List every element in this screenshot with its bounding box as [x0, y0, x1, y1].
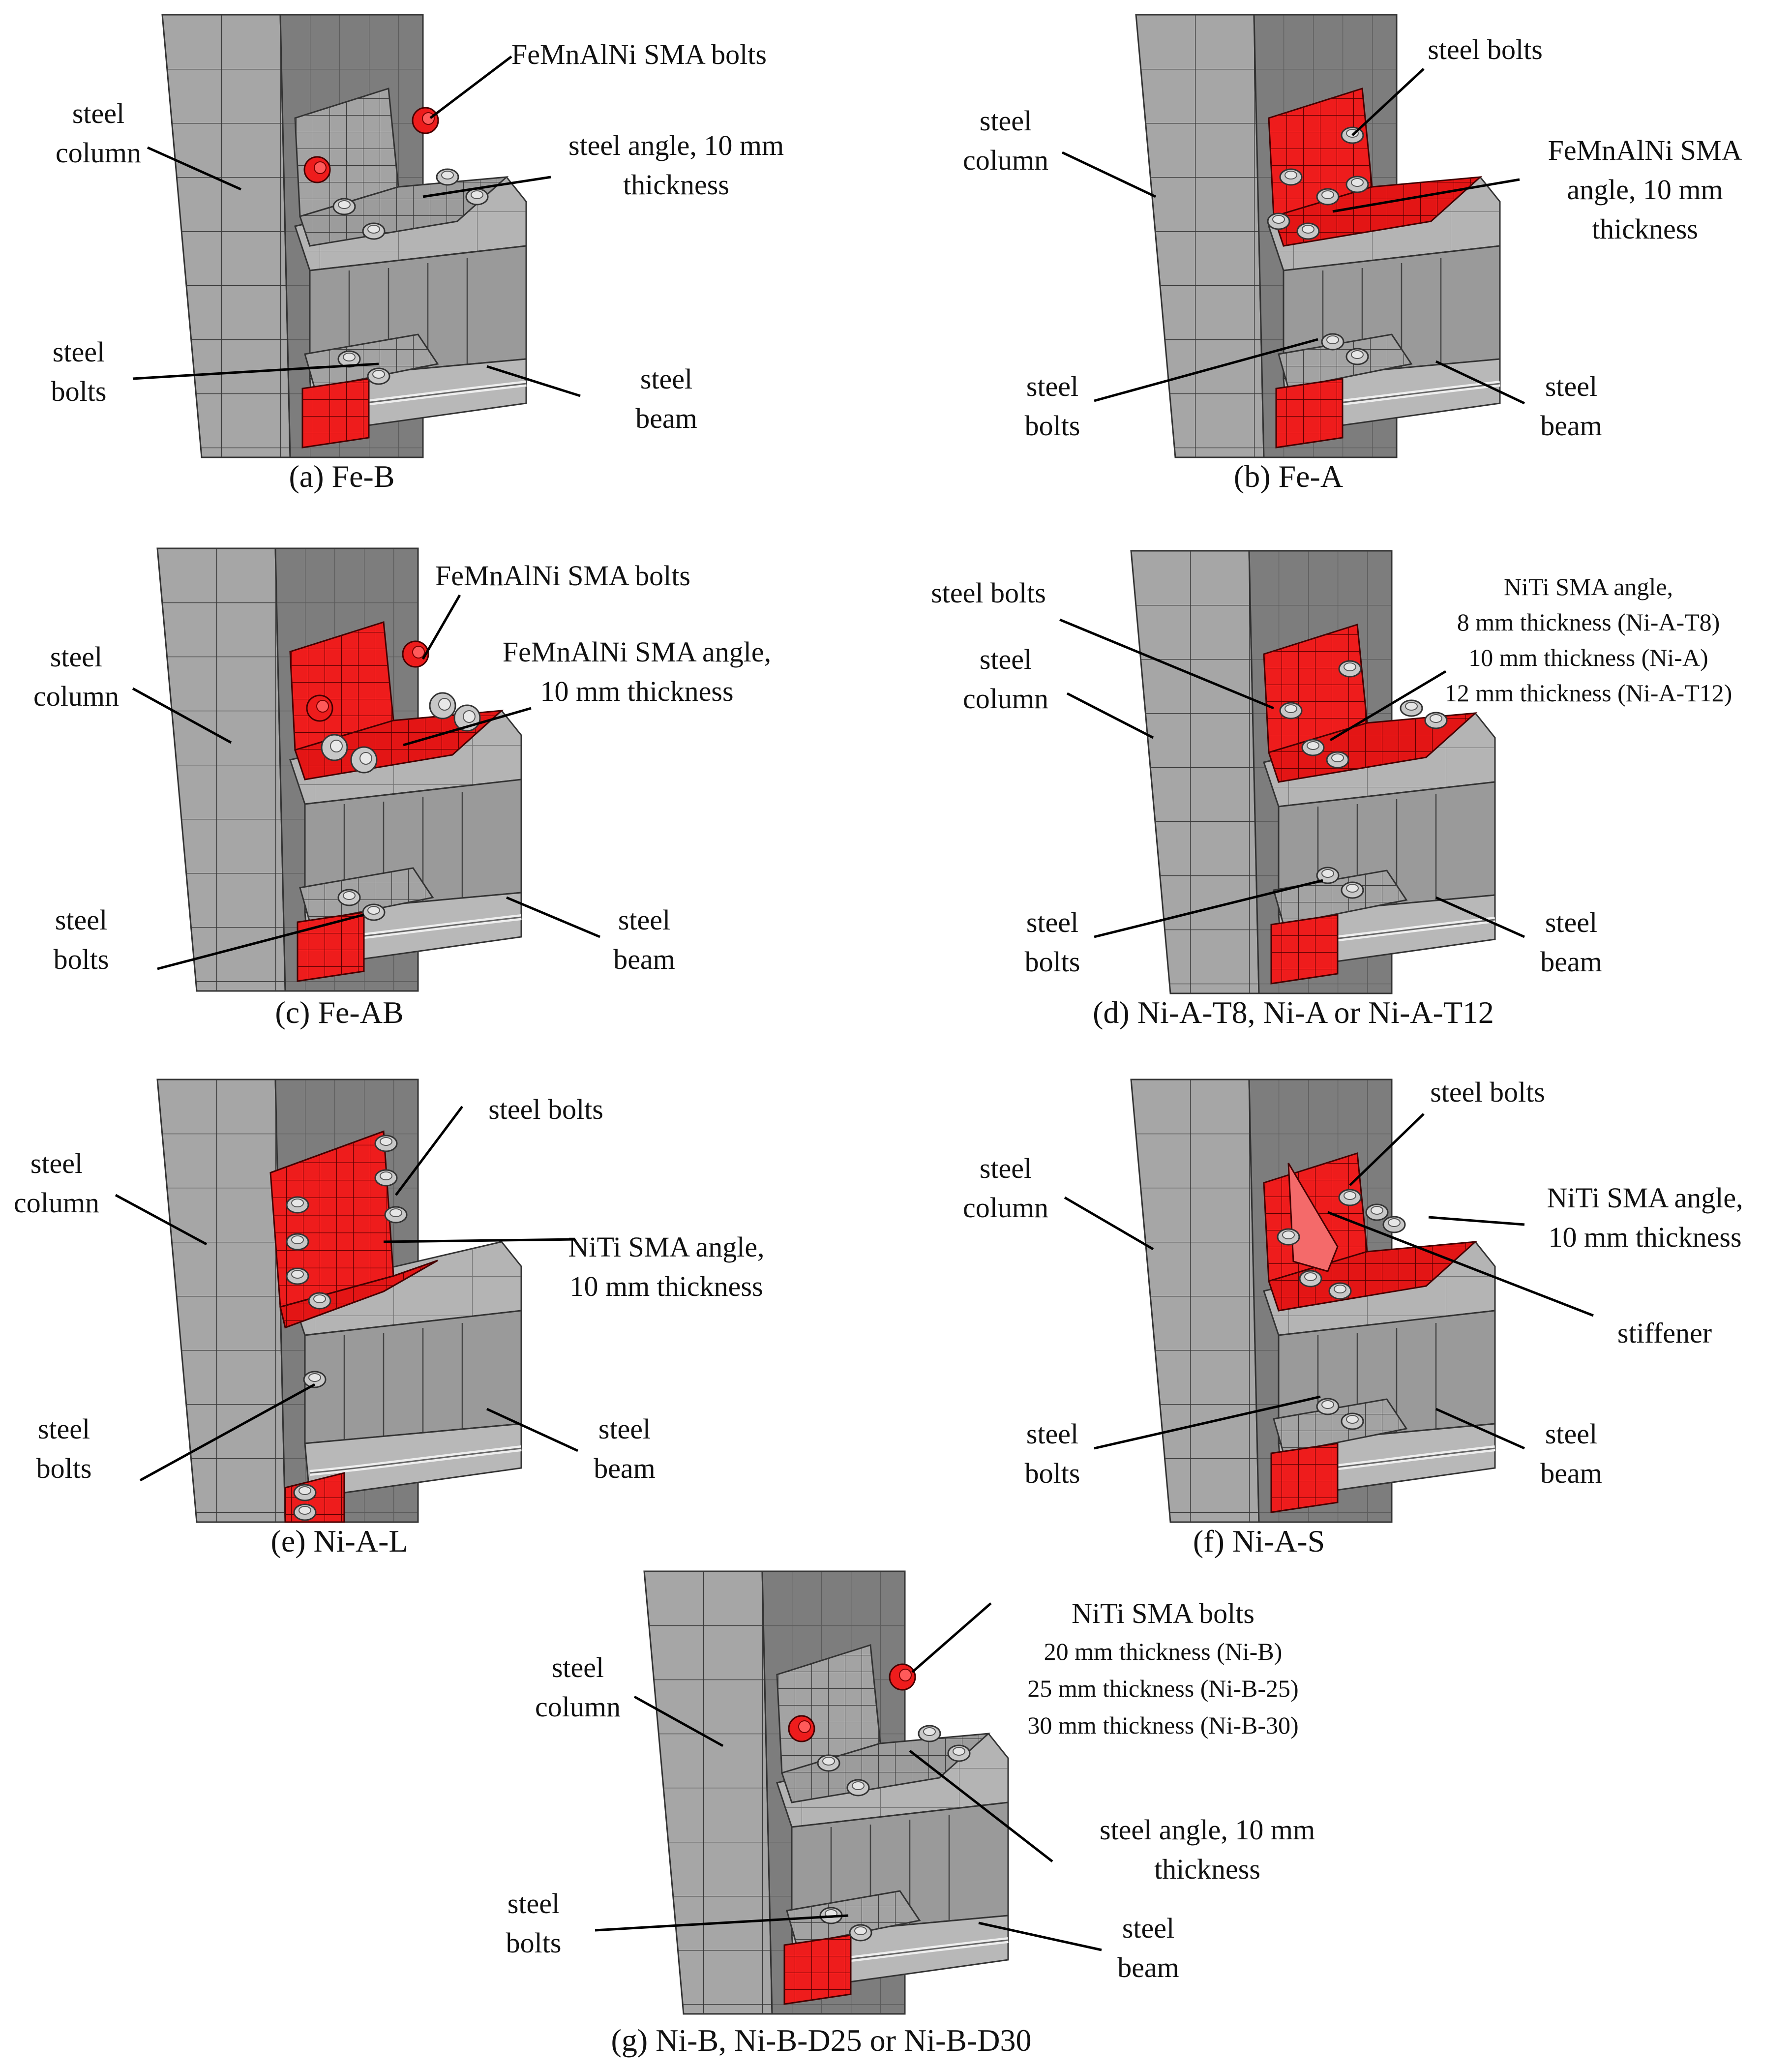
panel-c-drawing [157, 548, 521, 991]
panel-a-drawing [162, 15, 526, 457]
panel-b: steel bolts steel column FeMnAlNi SMA an… [963, 15, 1742, 494]
label-niti-bolts-d30: 30 mm thickness (Ni-B-30) [1027, 1711, 1298, 1739]
label-steel-beam-2: beam [1540, 946, 1602, 978]
label-steel-bolts-1: steel [38, 1413, 90, 1445]
label-steel-bolts-2: bolts [54, 943, 109, 975]
label-steel-bolts-2: bolts [506, 1927, 562, 1959]
label-niti-angle-2: 10 mm thickness [1548, 1221, 1741, 1253]
label-steel-bolts-1: steel [1026, 906, 1078, 938]
caption-e: (e) Ni-A-L [271, 1524, 408, 1558]
sma-bolt-icon [303, 156, 331, 183]
label-steel-bolts: steel bolts [1428, 33, 1543, 65]
label-sma-angle-1: FeMnAlNi SMA angle, [503, 636, 771, 668]
label-steel-bolts-1: steel [1026, 370, 1078, 402]
caption-g: (g) Ni-B, Ni-B-D25 or Ni-B-D30 [611, 2023, 1032, 2058]
label-steel-beam-2: beam [635, 402, 697, 434]
panel-f: steel bolts steel column NiTi SMA angle,… [963, 1076, 1743, 1558]
label-steel-bolts-2: bolts [1025, 946, 1080, 978]
label-steel-bolts: steel bolts [488, 1093, 603, 1125]
label-steel-column-2: column [963, 144, 1048, 176]
label-steel-bolts-2: bolts [36, 1452, 92, 1484]
label-steel-angle-2: thickness [1154, 1853, 1260, 1885]
caption-a: (a) Fe-B [289, 459, 394, 494]
label-steel-column-1: steel [980, 643, 1032, 675]
panel-e-drawing [157, 1079, 521, 1522]
label-steel-beam-2: beam [594, 1452, 656, 1484]
label-steel-column-1: steel [30, 1147, 83, 1179]
panel-b-drawing [1136, 15, 1500, 457]
label-steel-beam-1: steel [598, 1413, 651, 1445]
panel-g: steel column NiTi SMA bolts 20 mm thickn… [506, 1571, 1315, 2058]
label-stiffener: stiffener [1617, 1317, 1712, 1349]
label-steel-angle-1: steel angle, 10 mm [1100, 1814, 1315, 1846]
label-steel-column-2: column [14, 1187, 99, 1219]
label-steel-beam-1: steel [640, 363, 692, 395]
label-niti-angle-3: 10 mm thickness (Ni-A) [1468, 644, 1708, 671]
label-steel-bolts-1: steel [1026, 1418, 1078, 1450]
label-niti-angle-1: NiTi SMA angle, [568, 1231, 764, 1263]
label-niti-bolts-d25: 25 mm thickness (Ni-B-25) [1027, 1675, 1298, 1702]
panel-e: steel column steel bolts NiTi SMA angle,… [14, 1079, 765, 1558]
label-steel-beam-1: steel [618, 904, 670, 936]
label-sma-bolts: FeMnAlNi SMA bolts [511, 38, 767, 70]
label-steel-bolts-2: bolts [1025, 1457, 1080, 1489]
panel-a: steel column FeMnAlNi SMA bolts steel an… [51, 15, 784, 494]
label-sma-angle-2: 10 mm thickness [540, 675, 733, 707]
label-steel-bolts: steel bolts [931, 577, 1046, 609]
label-steel-column-2: column [963, 683, 1048, 715]
label-steel-bolts: steel bolts [1430, 1076, 1545, 1108]
sma-bolt-icon [889, 1663, 916, 1691]
label-steel-column-1: steel [50, 641, 102, 673]
panel-g-drawing [644, 1571, 1008, 2014]
label-steel-beam-2: beam [1540, 410, 1602, 442]
label-steel-bolts-1: steel [53, 336, 105, 368]
panel-c: FeMnAlNi SMA bolts steel column FeMnAlNi… [33, 548, 771, 1030]
label-sma-bolts: FeMnAlNi SMA bolts [435, 560, 690, 592]
label-sma-angle-2: angle, 10 mm [1567, 174, 1723, 206]
panel-d: steel bolts steel column NiTi SMA angle,… [931, 551, 1732, 1030]
label-steel-column-2: column [33, 680, 119, 712]
label-niti-angle-1: NiTi SMA angle, [1504, 573, 1673, 600]
label-steel-beam-2: beam [613, 943, 675, 975]
label-sma-angle-1: FeMnAlNi SMA [1548, 134, 1742, 166]
label-steel-beam-1: steel [1545, 1418, 1597, 1450]
label-steel-beam-2: beam [1117, 1951, 1179, 1983]
label-steel-column-2: column [963, 1192, 1048, 1224]
sma-bolt-icon [412, 107, 439, 134]
label-steel-bolts-2: bolts [1025, 410, 1080, 442]
label-steel-column-1: steel [552, 1651, 604, 1683]
label-steel-column-2: column [56, 137, 141, 169]
label-niti-bolts: NiTi SMA bolts [1072, 1597, 1254, 1629]
caption-f: (f) Ni-A-S [1193, 1524, 1325, 1558]
label-sma-angle-3: thickness [1592, 213, 1698, 245]
label-niti-bolts-d20: 20 mm thickness (Ni-B) [1044, 1638, 1283, 1665]
label-niti-angle-2: 8 mm thickness (Ni-A-T8) [1457, 608, 1720, 636]
label-steel-column-1: steel [72, 97, 124, 129]
label-steel-column-2: column [535, 1691, 621, 1723]
label-niti-angle-1: NiTi SMA angle, [1547, 1182, 1743, 1214]
label-steel-beam-2: beam [1540, 1457, 1602, 1489]
label-steel-column-1: steel [980, 105, 1032, 137]
label-angle-2: thickness [623, 169, 729, 201]
label-niti-angle-2: 10 mm thickness [569, 1270, 763, 1302]
caption-d: (d) Ni-A-T8, Ni-A or Ni-A-T12 [1093, 995, 1494, 1030]
label-steel-bolts-1: steel [55, 904, 107, 936]
panel-f-drawing [1131, 1079, 1495, 1522]
sma-bolt-icon [788, 1715, 815, 1742]
label-steel-bolts-2: bolts [51, 375, 107, 407]
panel-d-drawing [1131, 551, 1495, 993]
caption-b: (b) Fe-A [1234, 459, 1343, 494]
label-steel-beam-1: steel [1545, 370, 1597, 402]
label-steel-beam-1: steel [1545, 906, 1597, 938]
sma-bolt-icon [306, 694, 333, 722]
caption-c: (c) Fe-AB [275, 995, 403, 1030]
label-niti-angle-4: 12 mm thickness (Ni-A-T12) [1445, 679, 1732, 707]
label-steel-beam-1: steel [1122, 1912, 1174, 1944]
label-steel-column-1: steel [980, 1152, 1032, 1184]
label-steel-bolts-1: steel [508, 1888, 560, 1919]
label-angle-1: steel angle, 10 mm [568, 129, 784, 161]
